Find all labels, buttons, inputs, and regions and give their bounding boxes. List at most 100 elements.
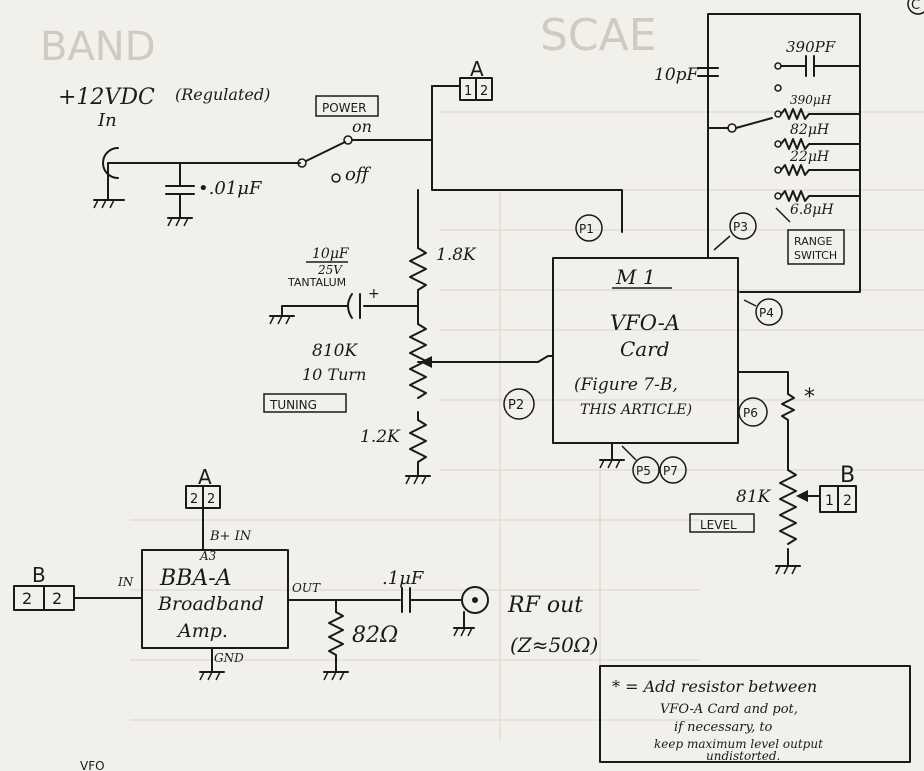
rf-out-label: RF out — [507, 593, 583, 618]
point-p5-p7: P5 P7 — [632, 456, 687, 484]
svg-text:2: 2 — [480, 84, 488, 99]
bleed-through: SCAE BAND — [40, 10, 924, 740]
power-label-box — [315, 95, 379, 117]
vfo-card-line2: Card — [620, 337, 670, 361]
capacitor-10pf-value: 10pF — [654, 65, 700, 85]
bypass-capacitor-icon — [165, 162, 195, 227]
vfo-card-m1: M 1 VFO-A Card (Figure 7-B, THIS ARTICLE… — [552, 257, 739, 444]
connector-b-2-2: B 2 2 — [13, 563, 75, 611]
rf-out-connector-icon — [453, 586, 489, 637]
level-pot-value: 81K — [736, 487, 772, 507]
connector-a-1-2: A 1 2 — [431, 57, 493, 101]
svg-text:P4: P4 — [759, 306, 774, 320]
amp-bplus-label: B+ IN — [209, 529, 252, 544]
p6-wire — [737, 371, 789, 395]
level-pot-icon — [779, 469, 797, 545]
range-cap-390pf-icon — [774, 55, 861, 77]
vfo-card-line4: THIS ARTICLE) — [580, 402, 692, 418]
amp-in-label: IN — [117, 575, 134, 589]
amp-gnd-label: GND — [214, 651, 244, 665]
power-label: POWER — [322, 101, 366, 115]
svg-text:2: 2 — [207, 492, 215, 507]
point-p3: P3 — [729, 212, 757, 240]
footnote-line1: * = Add resistor between — [612, 677, 817, 696]
footnote-line3: if necessary, to — [674, 720, 773, 735]
svg-text:P3: P3 — [733, 220, 748, 234]
load-resistor-icon — [328, 611, 344, 656]
svg-text:1: 1 — [825, 493, 834, 509]
point-p2: P2 — [503, 388, 535, 420]
level-wiper-arrow-icon — [796, 490, 808, 502]
svg-text:SCAE: SCAE — [540, 10, 657, 61]
svg-text:2: 2 — [843, 493, 852, 509]
power-on-label: on — [352, 117, 372, 136]
point-p6: P6 — [738, 397, 768, 427]
range-inductor-82uh: 82μH — [774, 122, 861, 150]
output-cap-value: .1μF — [382, 568, 425, 589]
optional-resistor-icon — [781, 393, 795, 421]
footnote-line4: keep maximum level output — [654, 737, 823, 751]
svg-text:22μH: 22μH — [789, 149, 830, 165]
connector-b-1-2: B 1 2 — [819, 463, 857, 513]
svg-text:P1: P1 — [579, 222, 594, 236]
tantalum-plus: + — [368, 286, 380, 302]
svg-text:1: 1 — [464, 84, 472, 99]
tantalum-value: 10μF — [312, 246, 350, 262]
amp-out-label: OUT — [292, 581, 321, 595]
svg-text:A: A — [198, 465, 212, 489]
range-frame-wire — [707, 13, 861, 293]
wiper-arrow-icon — [420, 356, 432, 368]
svg-text:A: A — [470, 57, 484, 81]
range-inductor-22uh: 22μH — [774, 149, 861, 176]
divider-ground-icon — [405, 461, 431, 485]
level-label-box — [689, 513, 755, 533]
tantalum-voltage: 25V — [317, 263, 343, 277]
tuning-pot-turns: 10 Turn — [302, 365, 366, 384]
broadband-amp: BBA-A Broadband Amp. — [141, 549, 289, 649]
footnote-line2: VFO-A Card and pot, — [660, 702, 798, 717]
output-capacitor-icon — [401, 587, 411, 613]
resistor-bottom-value: 1.2K — [360, 427, 401, 447]
amp-line3: Amp. — [176, 620, 228, 642]
level-ground-icon — [775, 548, 801, 575]
svg-text:P7: P7 — [663, 464, 678, 478]
svg-text:C: C — [911, 0, 920, 13]
point-p4: P4 — [755, 298, 783, 326]
resistor-top-value: 1.8K — [436, 245, 477, 265]
bottom-caption-fragment: VFO — [80, 759, 105, 771]
range-switch-box — [787, 229, 845, 265]
tuning-label: TUNING — [269, 398, 317, 412]
resistor-1-8k-icon — [409, 247, 427, 291]
resistor-1-2k-icon — [409, 419, 427, 463]
svg-text:2: 2 — [190, 492, 198, 507]
range-contact-open — [774, 84, 782, 92]
range-switch-line1: RANGE — [794, 235, 832, 248]
load-resistor-value: 82Ω — [352, 623, 398, 648]
point-p1: P1 — [575, 214, 603, 242]
svg-text:2: 2 — [22, 589, 32, 608]
p4-pointer — [743, 299, 757, 307]
range-selector-icon — [707, 117, 773, 133]
power-switch-icon — [297, 135, 353, 183]
p3-pointer — [713, 235, 731, 251]
range-switch-line2: SWITCH — [794, 249, 837, 262]
svg-text:P6: P6 — [743, 406, 758, 420]
bypass-cap-value: •.01μF — [198, 178, 263, 199]
level-label: LEVEL — [700, 518, 737, 532]
tuning-label-box — [263, 393, 347, 413]
vfo-card-title: M 1 — [615, 265, 656, 289]
footnote-box: * = Add resistor between VFO-A Card and … — [599, 665, 911, 763]
svg-text:BAND: BAND — [40, 24, 156, 70]
p1-supply-wire — [431, 139, 623, 233]
amp-ground-icon — [199, 647, 225, 681]
optional-resistor-star: * — [804, 385, 815, 410]
supply-note: (Regulated) — [175, 85, 270, 104]
svg-text:6.8μH: 6.8μH — [790, 202, 834, 218]
svg-text:P5: P5 — [636, 464, 651, 478]
power-off-label: off — [345, 164, 372, 185]
svg-text:2: 2 — [52, 589, 62, 608]
amp-line1: BBA-A — [159, 566, 232, 591]
card-ground-icon — [599, 442, 625, 469]
range-inductor-390uh: 390μH — [774, 93, 861, 120]
